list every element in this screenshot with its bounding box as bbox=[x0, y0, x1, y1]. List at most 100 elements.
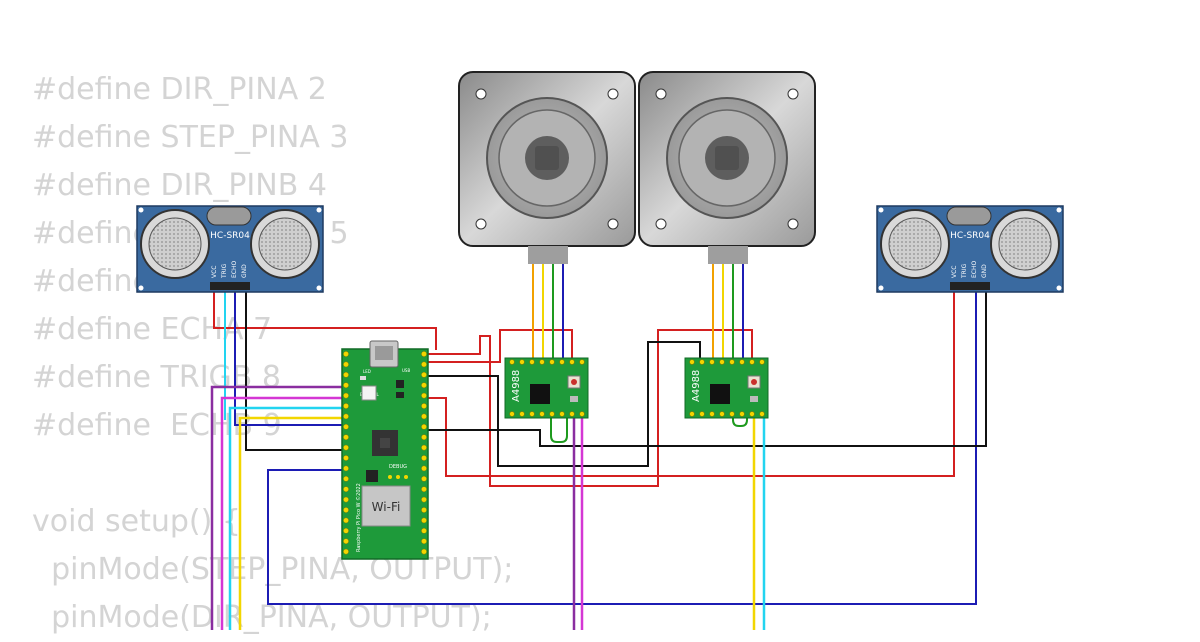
pico-pin[interactable] bbox=[421, 351, 427, 357]
svg-text:ECHO: ECHO bbox=[231, 261, 238, 278]
a4988-driver-b[interactable]: A4988 bbox=[684, 357, 769, 419]
header-pins bbox=[689, 359, 765, 417]
wire-blue-sensor-left-trig[interactable] bbox=[234, 290, 346, 426]
wire-green-driver-b-loop[interactable] bbox=[732, 418, 748, 427]
wire-yellow-pico[interactable] bbox=[238, 416, 346, 630]
wire-green-driver-a-loop[interactable] bbox=[550, 418, 568, 443]
pico-pin[interactable] bbox=[343, 392, 349, 399]
code-line: #define DIR_PINA 2 bbox=[32, 72, 327, 107]
wire-cyan-pico[interactable] bbox=[228, 406, 346, 630]
pico-pin[interactable] bbox=[343, 423, 349, 430]
pico-pin[interactable] bbox=[343, 527, 349, 534]
ultrasonic-sensor-left[interactable]: HC-SR04 VCC TRIG ECHO GND bbox=[136, 205, 324, 293]
pico-pin[interactable] bbox=[343, 507, 349, 513]
led-label: LED bbox=[363, 369, 371, 374]
pico-pin[interactable] bbox=[421, 507, 427, 513]
sensor-model-label: HC-SR04 bbox=[950, 231, 990, 241]
pico-pin[interactable] bbox=[421, 517, 427, 524]
svg-text:GND: GND bbox=[981, 264, 988, 278]
wires bbox=[210, 262, 987, 630]
pico-pin[interactable] bbox=[421, 465, 427, 472]
pico-pin[interactable] bbox=[421, 455, 427, 461]
sensor-model-label: HC-SR04 bbox=[210, 231, 250, 241]
wire-black-pico-to-right-sensor[interactable] bbox=[428, 290, 987, 447]
pico-pin[interactable] bbox=[421, 392, 427, 399]
mount-hole-icon bbox=[475, 218, 487, 230]
driver-label: A4988 bbox=[511, 370, 522, 402]
wire-red-pico-2[interactable] bbox=[428, 329, 573, 363]
pico-pin[interactable] bbox=[343, 465, 349, 472]
pico-pin[interactable] bbox=[343, 486, 349, 493]
code-line: #define STEP_PINA 3 bbox=[32, 120, 349, 155]
pico-pin[interactable] bbox=[421, 444, 427, 451]
pico-pin[interactable] bbox=[421, 423, 427, 430]
pico-pin[interactable] bbox=[421, 434, 427, 441]
svg-text:ECHO: ECHO bbox=[971, 261, 978, 278]
debug-label: DEBUG bbox=[389, 464, 407, 470]
board-text: Raspberry Pi Pico W ©2022 bbox=[355, 483, 362, 552]
pico-pin[interactable] bbox=[343, 403, 349, 409]
pico-pin[interactable] bbox=[343, 475, 349, 482]
pico-pin[interactable] bbox=[421, 496, 427, 503]
code-line: #define TRIGB 8 bbox=[32, 360, 282, 395]
driver-chip bbox=[530, 384, 550, 404]
pico-pin[interactable] bbox=[421, 413, 427, 420]
code-editor-background: #define DIR_PINA 2 #define STEP_PINA 3 #de… bbox=[32, 66, 513, 642]
mount-hole-icon bbox=[655, 88, 667, 100]
pico-pin[interactable] bbox=[421, 382, 427, 389]
transducer-icon bbox=[880, 209, 950, 279]
driver-chip bbox=[710, 384, 730, 404]
stepper-motor-b[interactable] bbox=[638, 71, 816, 264]
pico-left-pins bbox=[343, 351, 349, 555]
pico-right-pins bbox=[421, 351, 427, 555]
pico-pin[interactable] bbox=[343, 434, 349, 441]
pico-pin[interactable] bbox=[343, 455, 349, 461]
pico-pin[interactable] bbox=[343, 413, 349, 420]
usb-label: USB bbox=[402, 368, 410, 373]
wire-magenta-pico[interactable] bbox=[220, 396, 346, 630]
transducer-icon bbox=[250, 209, 320, 279]
svg-text:TRIG: TRIG bbox=[221, 263, 228, 279]
pico-pin[interactable] bbox=[343, 351, 349, 357]
pico-pin[interactable] bbox=[343, 371, 349, 378]
wire-red-pico-to-driver-a[interactable] bbox=[428, 329, 753, 487]
pico-pin[interactable] bbox=[421, 371, 427, 378]
pico-pin[interactable] bbox=[421, 538, 427, 545]
pico-pin[interactable] bbox=[421, 403, 427, 409]
wire-blue-pico-to-right-sensor[interactable] bbox=[267, 290, 977, 605]
pico-pin[interactable] bbox=[343, 548, 349, 555]
pico-pin[interactable] bbox=[421, 486, 427, 493]
pico-pin[interactable] bbox=[343, 496, 349, 503]
wifi-label: Wi-Fi bbox=[372, 500, 401, 514]
svg-text:VCC: VCC bbox=[951, 266, 958, 278]
pico-pin[interactable] bbox=[343, 361, 349, 368]
a4988-driver-a[interactable]: A4988 bbox=[504, 357, 589, 419]
driver-label: A4988 bbox=[691, 370, 702, 402]
ultrasonic-sensor-right[interactable]: HC-SR04 VCC TRIG ECHO GND bbox=[876, 205, 1064, 293]
pico-pin[interactable] bbox=[343, 538, 349, 545]
wire-purple-pico[interactable] bbox=[210, 385, 346, 630]
stepper-motor-a[interactable] bbox=[458, 71, 636, 264]
pico-pin[interactable] bbox=[421, 527, 427, 534]
pico-pin[interactable] bbox=[343, 444, 349, 451]
mount-hole-icon bbox=[475, 88, 487, 100]
svg-text:VCC: VCC bbox=[211, 266, 218, 278]
svg-text:GND: GND bbox=[241, 264, 248, 278]
wire-red-pico-to-right-sensor[interactable] bbox=[428, 290, 955, 477]
sensor-pin-labels: VCC TRIG ECHO GND bbox=[951, 261, 988, 279]
pico-pin[interactable] bbox=[343, 517, 349, 524]
raspberry-pi-pico-w[interactable]: USB LED BOOTSEL DEBUG Wi-Fi Raspberry Pi… bbox=[341, 340, 429, 560]
wire-black-pico-to-driver-a[interactable] bbox=[428, 341, 701, 467]
pico-pin[interactable] bbox=[421, 361, 427, 368]
pico-pin[interactable] bbox=[421, 475, 427, 482]
code-line: #define ECHA 7 bbox=[32, 312, 273, 347]
wire-red-sensor-left-vcc[interactable] bbox=[213, 290, 437, 350]
pico-pin[interactable] bbox=[421, 548, 427, 555]
wire-black-sensor-left-gnd[interactable] bbox=[245, 290, 346, 451]
bootsel-button[interactable] bbox=[361, 385, 377, 401]
sensor-pin-labels: VCC TRIG ECHO GND bbox=[211, 261, 248, 279]
mount-hole-icon bbox=[787, 218, 799, 230]
pico-pin[interactable] bbox=[343, 382, 349, 389]
transducer-icon bbox=[990, 209, 1060, 279]
